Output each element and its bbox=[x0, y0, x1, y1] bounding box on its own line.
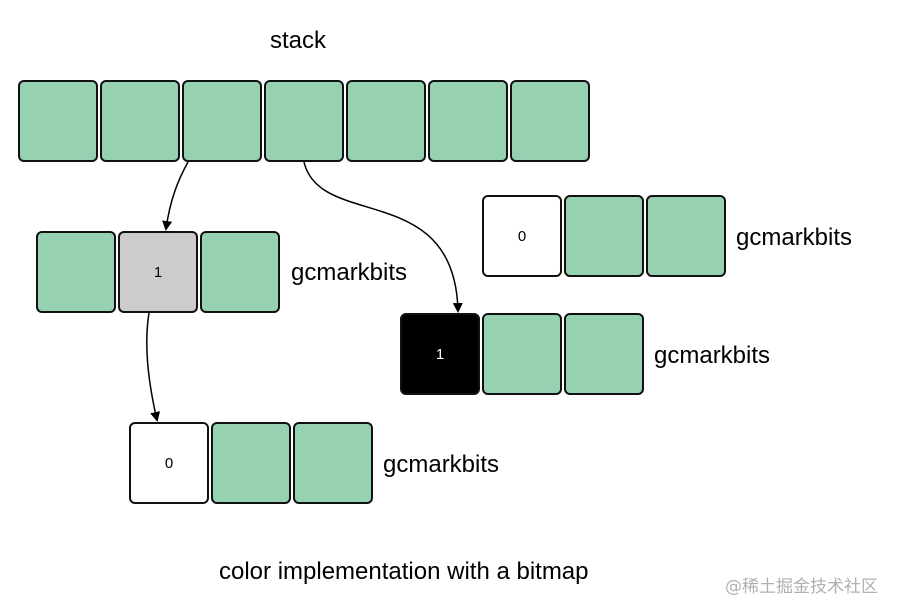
stack-cell bbox=[100, 80, 180, 162]
mark-bit-cell: 1 bbox=[400, 313, 480, 395]
gcmarkbits-label: gcmarkbits bbox=[383, 451, 500, 478]
stack-cell bbox=[182, 80, 262, 162]
object-cell bbox=[564, 313, 644, 395]
object-cell bbox=[211, 422, 291, 504]
object-cell bbox=[482, 313, 562, 395]
stack-cell bbox=[510, 80, 590, 162]
stack-cell bbox=[18, 80, 98, 162]
gcmarkbits-label: gcmarkbits bbox=[654, 342, 771, 369]
watermark: @稀土掘金技术社区 bbox=[725, 577, 878, 597]
object-cell bbox=[200, 231, 280, 313]
object-cell bbox=[36, 231, 116, 313]
object-cell bbox=[293, 422, 373, 504]
stack-cell bbox=[346, 80, 426, 162]
gcmarkbits-label: gcmarkbits bbox=[291, 259, 408, 286]
arrow-stack-to-black bbox=[303, 161, 463, 313]
mark-bit-cell: 0 bbox=[482, 195, 562, 277]
stack-title: stack bbox=[270, 27, 327, 54]
stack-cell bbox=[428, 80, 508, 162]
mark-bit-cell: 0 bbox=[129, 422, 209, 504]
object-cell bbox=[564, 195, 644, 277]
arrow-gray-to-white bbox=[145, 312, 161, 422]
stack-cell bbox=[264, 80, 344, 162]
object-cell bbox=[646, 195, 726, 277]
gcmarkbits-label: gcmarkbits bbox=[736, 224, 853, 251]
diagram-caption: color implementation with a bitmap bbox=[219, 558, 589, 585]
arrow-stack-to-gray bbox=[162, 161, 189, 231]
mark-bit-cell: 1 bbox=[118, 231, 198, 313]
